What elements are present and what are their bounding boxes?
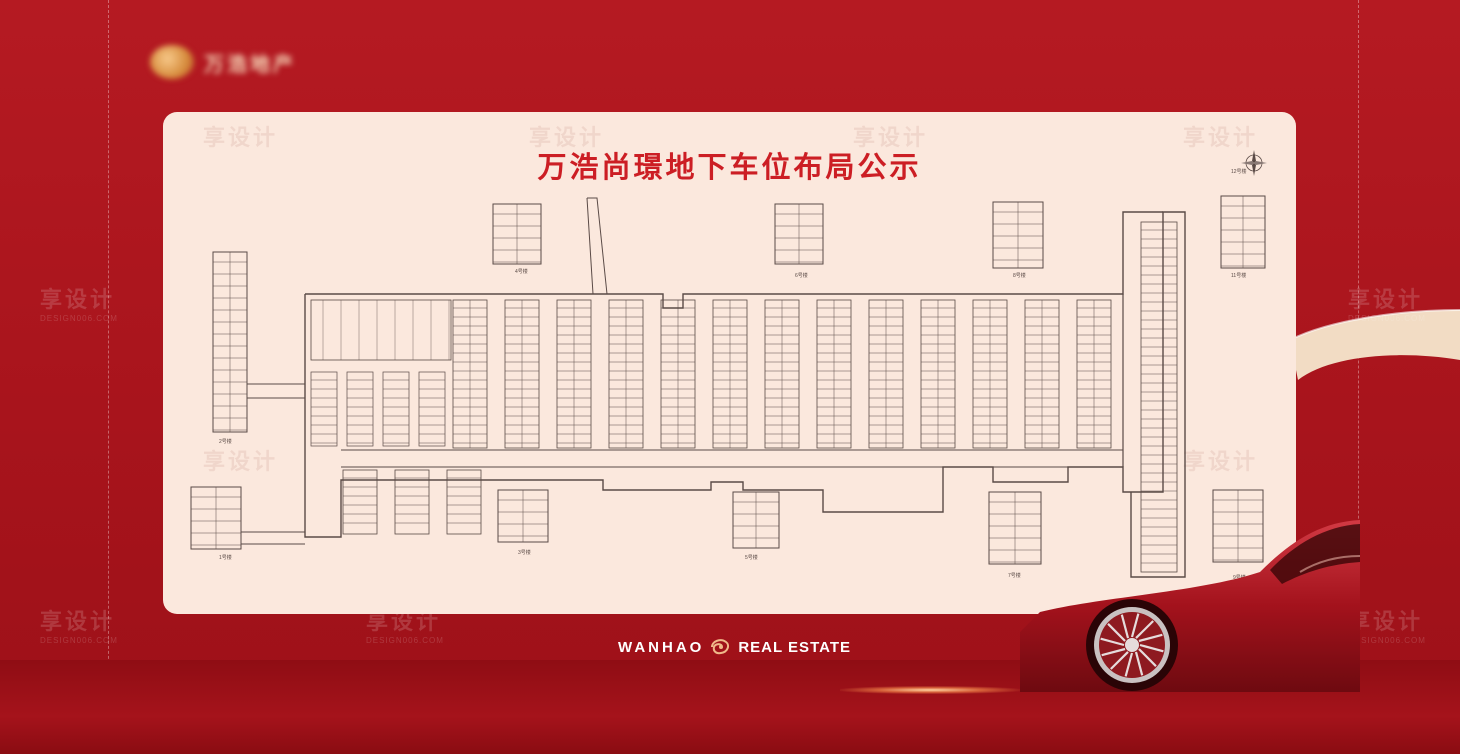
building-label: 6号楼 <box>795 273 808 279</box>
brand-name-left: WANHAO <box>618 638 705 656</box>
guide-line-right <box>1358 0 1359 754</box>
watermark: 享设计 <box>529 125 605 150</box>
light-glow <box>840 686 1020 694</box>
building-label: 2号楼 <box>219 439 232 445</box>
building-label: 12号楼 <box>1231 169 1247 175</box>
watermark: 享设计 <box>203 125 279 150</box>
decorative-ribbon <box>1290 309 1460 380</box>
building-label: 11号楼 <box>1231 273 1247 279</box>
building-label: 5号楼 <box>745 555 758 561</box>
building-label: 3号楼 <box>518 550 531 556</box>
guide-line-left <box>108 0 109 754</box>
brand-name-right: REAL ESTATE <box>738 638 852 656</box>
compass-icon <box>1241 150 1267 176</box>
watermark: 享设计 <box>1183 449 1259 474</box>
building-label: 8号楼 <box>1013 273 1026 279</box>
wanhao-logo-icon <box>711 639 730 655</box>
top-logo: 万浩地产 <box>150 42 340 82</box>
logo-mark-icon <box>150 45 194 79</box>
car-illustration <box>1020 520 1360 692</box>
page-title: 万浩尚璟地下车位布局公示 <box>537 150 922 184</box>
building-label: 1号楼 <box>219 555 232 561</box>
watermark: 享设计 <box>1183 125 1259 150</box>
watermark: 享设计 <box>203 449 279 474</box>
parking-plan-panel: 享设计 享设计 享设计 享设计 享设计 享设计 万浩尚璟地下车位布局公示 1号楼… <box>163 112 1296 614</box>
watermark: 享设计 <box>853 125 929 150</box>
brand-footer: WANHAO REAL ESTATE <box>618 636 851 658</box>
building-label: 4号楼 <box>515 269 528 275</box>
parking-floor-plan <box>190 195 1266 578</box>
logo-text: 万浩地产 <box>204 53 296 76</box>
building-label: 7号楼 <box>1008 573 1021 579</box>
